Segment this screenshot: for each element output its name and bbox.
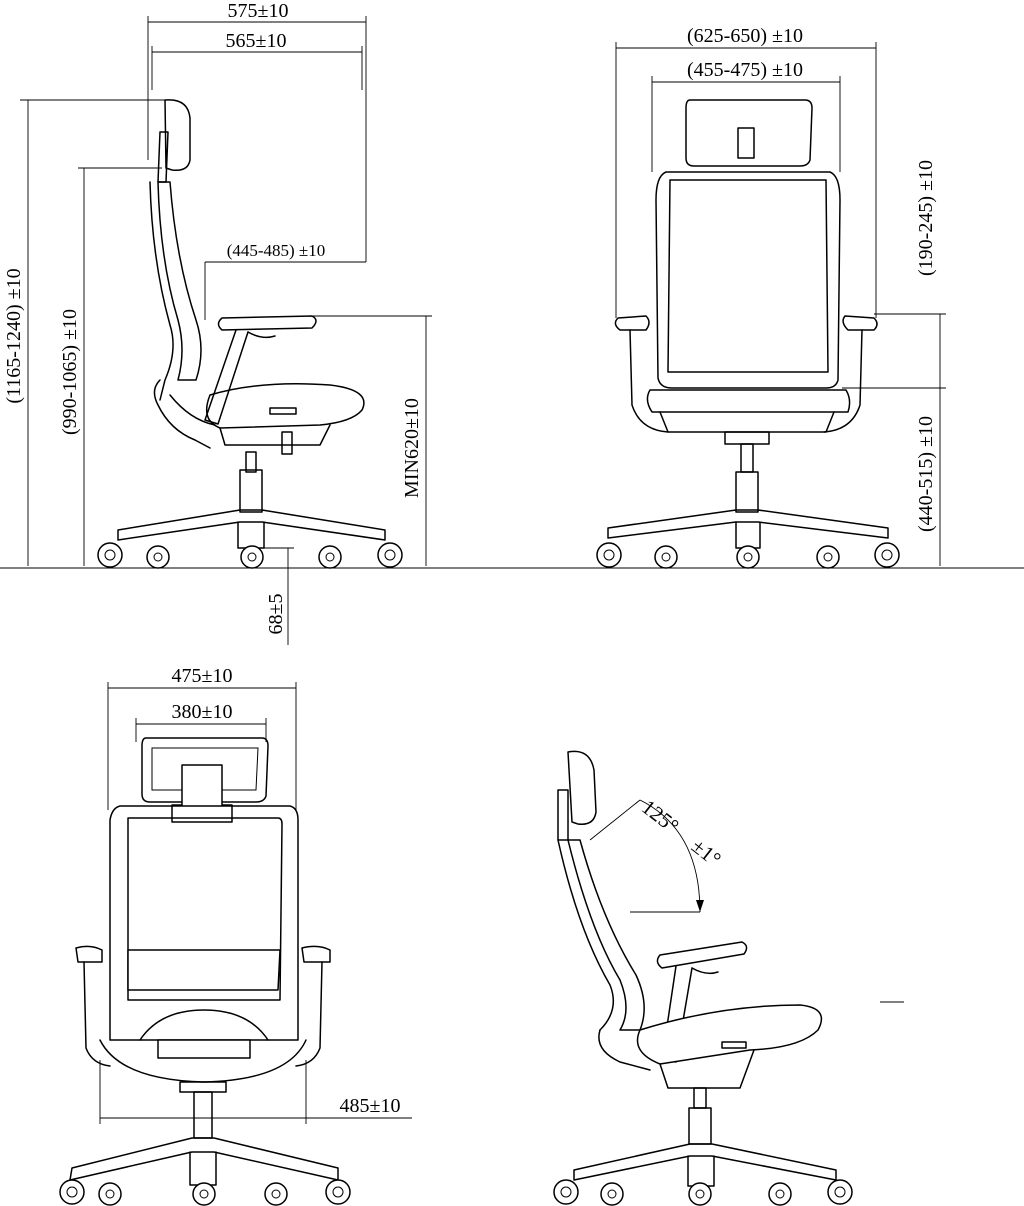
front-view-dimensions xyxy=(615,42,946,566)
back-headrest-width-label: 380±10 xyxy=(172,701,233,723)
recline-angle-label: 125° xyxy=(637,795,683,838)
front-armrest-height-label: (190-245) ±10 xyxy=(915,160,937,276)
side-seat-depth-label: 565±10 xyxy=(226,30,287,52)
side-view-chair xyxy=(97,99,403,569)
side-backrest-height-label: (990-1065) ±10 xyxy=(59,309,81,435)
side-overall-depth-label: 575±10 xyxy=(228,0,289,22)
front-seat-height-label: (440-515) ±10 xyxy=(915,416,937,532)
front-overall-width-label: (625-650) ±10 xyxy=(687,25,803,47)
front-inner-width-label: (455-475) ±10 xyxy=(687,59,803,81)
side-total-height-label: (1165-1240) ±10 xyxy=(3,268,25,403)
side-min-seat-height-label: MIN620±10 xyxy=(401,398,423,498)
recline-view: 125° ±1° xyxy=(553,750,904,1206)
back-view-casters xyxy=(59,1179,351,1206)
front-view: (625-650) ±10 (455-475) ±10 (190-245) ±1… xyxy=(596,25,946,569)
front-view-chair xyxy=(596,99,900,569)
back-backrest-width-label: 475±10 xyxy=(172,665,233,687)
back-view-chair xyxy=(59,737,351,1206)
recline-view-chair xyxy=(553,750,904,1206)
side-caster-height-label: 68±5 xyxy=(265,594,287,635)
recline-view-casters xyxy=(553,1179,853,1206)
side-seat-back-adjust-label: (445-485) ±10 xyxy=(227,241,326,260)
back-base-width-label: 485±10 xyxy=(340,1095,401,1117)
front-view-casters xyxy=(596,542,900,569)
back-view: 475±10 380±10 485±10 xyxy=(59,665,412,1206)
side-view: 575±10 565±10 (445-485) ±10 (1165-1240) … xyxy=(3,0,432,645)
back-view-dimensions xyxy=(99,682,412,1124)
side-view-casters xyxy=(97,542,403,569)
side-view-dimensions xyxy=(20,16,432,645)
recline-angle-indicator xyxy=(589,799,704,913)
recline-tolerance-label: ±1° xyxy=(687,834,726,872)
